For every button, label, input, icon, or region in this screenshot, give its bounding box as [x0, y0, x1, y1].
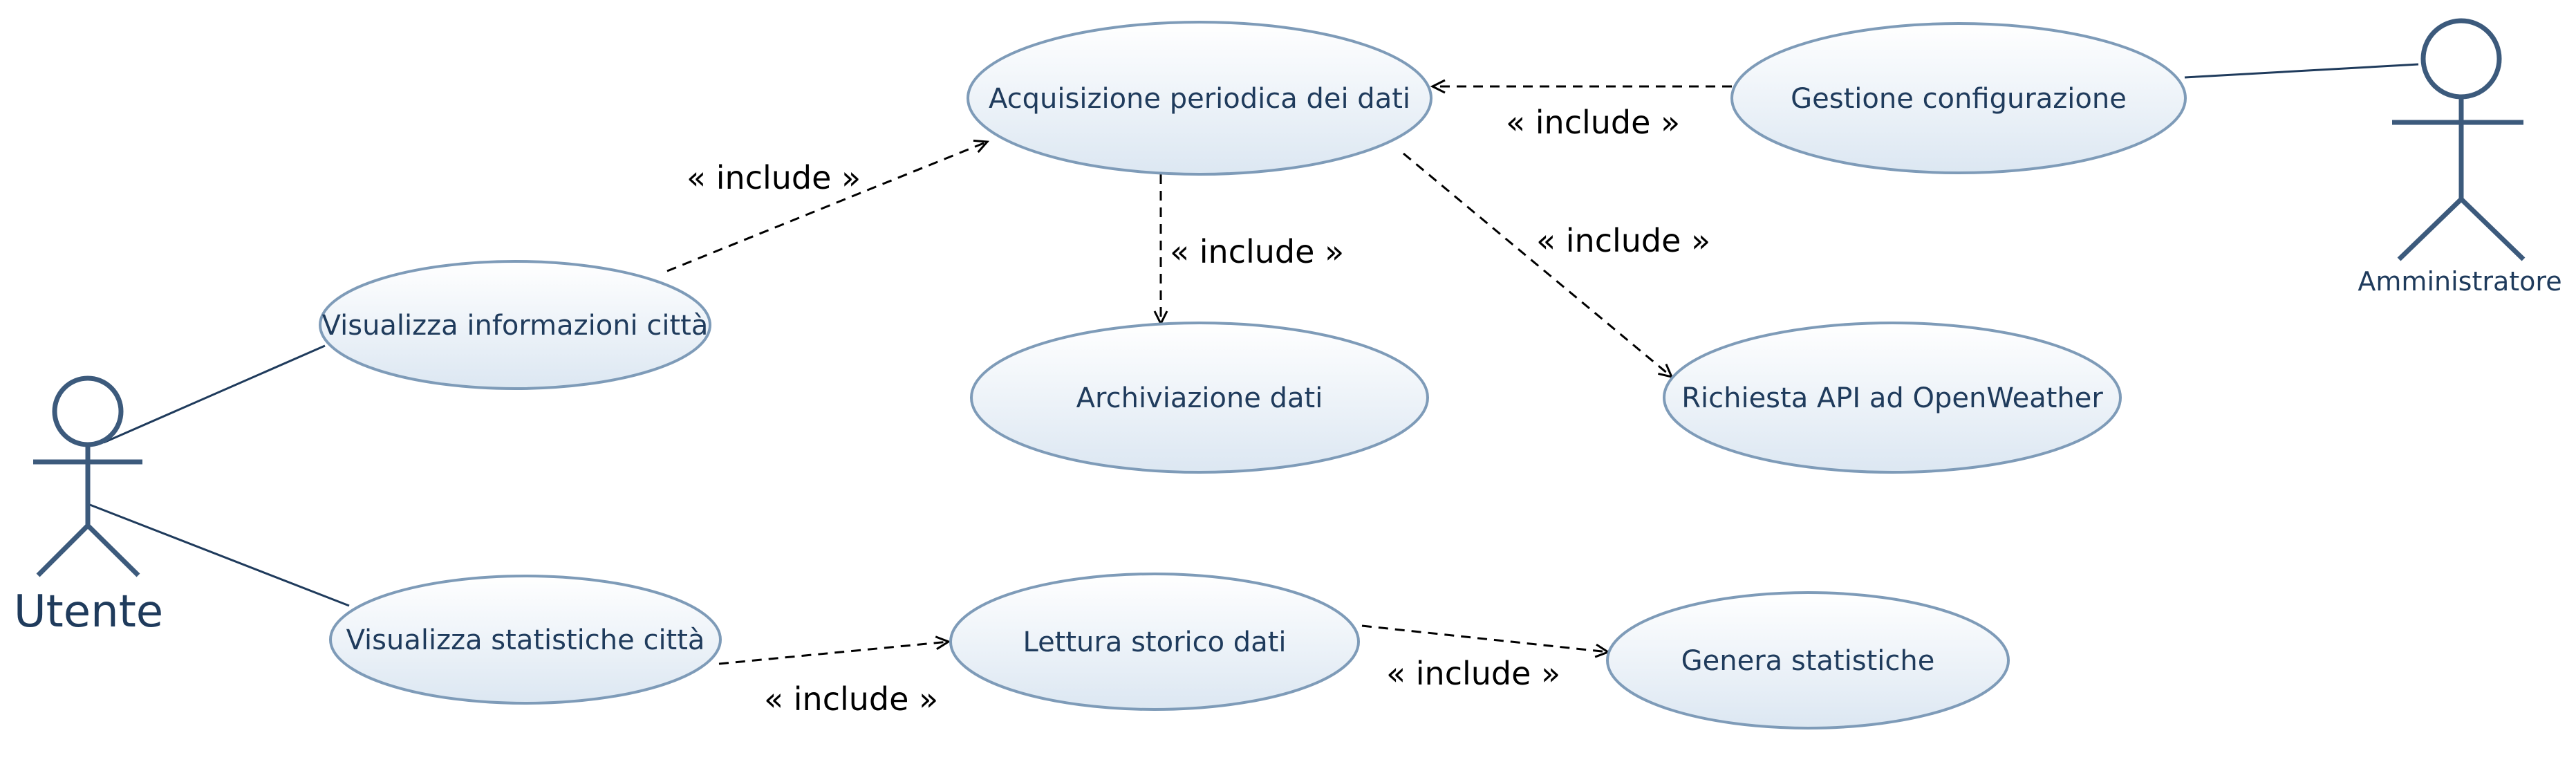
use-case-archiviazione-dati[interactable]: Archiviazione dati — [970, 322, 1429, 474]
include-label-lett-gen: « include » — [1386, 655, 1560, 692]
use-case-gestione-configurazione[interactable]: Gestione configurazione — [1730, 22, 2187, 174]
use-case-label: Gestione configurazione — [1791, 83, 2127, 115]
association-utente-visualizza-stat — [89, 503, 350, 607]
association-utente-visualizza-info — [103, 344, 326, 444]
use-case-label: Visualizza informazioni città — [322, 310, 709, 342]
include-label-stat-lett: « include » — [764, 680, 938, 718]
include-label-acq-api: « include » — [1536, 222, 1710, 259]
use-case-label: Visualizza statistiche città — [346, 624, 705, 656]
include-arrow-info-acq — [666, 139, 990, 272]
use-case-label: Richiesta API ad OpenWeather — [1681, 382, 2103, 414]
actor-utente-label: Utente — [14, 586, 163, 638]
include-arrow-acq-api — [1403, 152, 1674, 379]
use-case-visualizza-informazioni-citta[interactable]: Visualizza informazioni città — [319, 260, 711, 390]
actor-amministratore-label: Amministratore — [2358, 266, 2561, 297]
include-label-info-acq: « include » — [687, 159, 861, 196]
association-admin-gestione — [2184, 63, 2419, 79]
actor-utente[interactable] — [33, 375, 142, 577]
use-case-acquisizione-periodica-dei-dati[interactable]: Acquisizione periodica dei dati — [967, 21, 1432, 176]
include-label-gest-acq: « include » — [1506, 104, 1680, 141]
use-case-richiesta-api-openweather[interactable]: Richiesta API ad OpenWeather — [1663, 322, 2122, 474]
use-case-lettura-storico-dati[interactable]: Lettura storico dati — [949, 573, 1360, 711]
use-case-label: Acquisizione periodica dei dati — [989, 83, 1410, 115]
include-arrow-stat-lett — [718, 635, 951, 665]
include-label-acq-arch: « include » — [1170, 233, 1344, 270]
use-case-label: Genera statistiche — [1681, 645, 1935, 677]
use-case-genera-statistiche[interactable]: Genera statistiche — [1606, 591, 2010, 730]
use-case-visualizza-statistiche-citta[interactable]: Visualizza statistiche città — [329, 575, 722, 705]
actor-amministratore[interactable] — [2392, 18, 2526, 261]
include-arrow-lett-gen — [1361, 624, 1611, 658]
use-case-label: Lettura storico dati — [1023, 626, 1286, 658]
use-case-label: Archiviazione dati — [1076, 382, 1323, 414]
